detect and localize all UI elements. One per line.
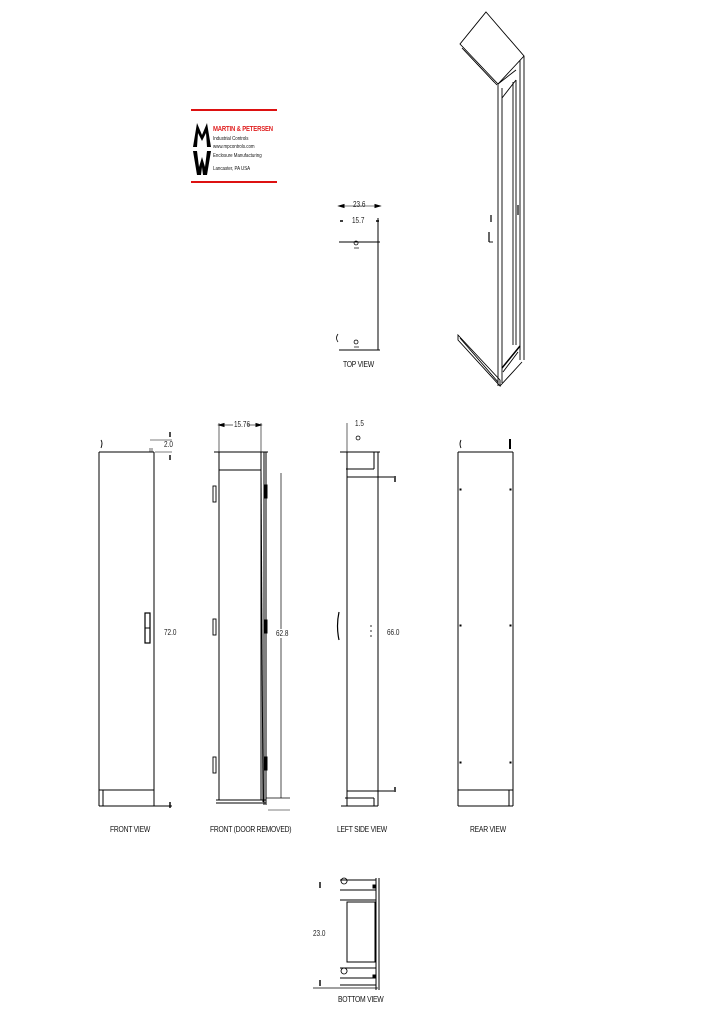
logo-bottom-rule [191,181,277,183]
left-side-dim-height: 66.0 [387,628,400,637]
front-door-removed-label: FRONT (DOOR REMOVED) [210,825,292,834]
left-side-dim-depth: 1.5 [355,419,364,428]
bottom-view-dim-depth: 23.0 [313,929,326,938]
door-removed-dim-width: 15.76 [234,420,251,429]
left-side-view-drawing [336,423,396,807]
front-door-removed-drawing [212,422,290,811]
logo-line-4: Lancaster, PA USA [213,166,251,172]
front-view-drawing [98,432,172,808]
top-view-drawing [336,203,382,351]
logo-brand: MARTIN & PETERSEN [213,126,273,133]
rear-view-drawing [457,439,514,807]
front-view-dim-height: 72.0 [164,628,177,637]
isometric-drawing [457,11,525,388]
bottom-view-drawing [313,877,380,990]
left-side-view-label: LEFT SIDE VIEW [337,825,387,834]
logo-top-rule [191,109,277,111]
bottom-view-label: BOTTOM VIEW [338,995,384,1004]
logo-line-1: Industrial Controls [213,136,249,142]
mw-logo-mark-icon [193,123,211,175]
front-view-label: FRONT VIEW [110,825,151,834]
logo-line-2: www.mpcontrols.com [213,144,255,150]
top-view-dim-overall: 23.6 [353,200,366,209]
door-removed-dim-height: 62.8 [276,629,289,638]
company-logo: MARTIN & PETERSEN Industrial Controls ww… [191,109,277,183]
rear-view-label: REAR VIEW [470,825,506,834]
logo-line-3: Enclosure Manufacturing [213,153,262,159]
top-view-label: TOP VIEW [343,360,374,369]
top-view-dim-inner: 15.7 [352,216,365,225]
front-view-dim-top: 2.0 [164,440,173,449]
